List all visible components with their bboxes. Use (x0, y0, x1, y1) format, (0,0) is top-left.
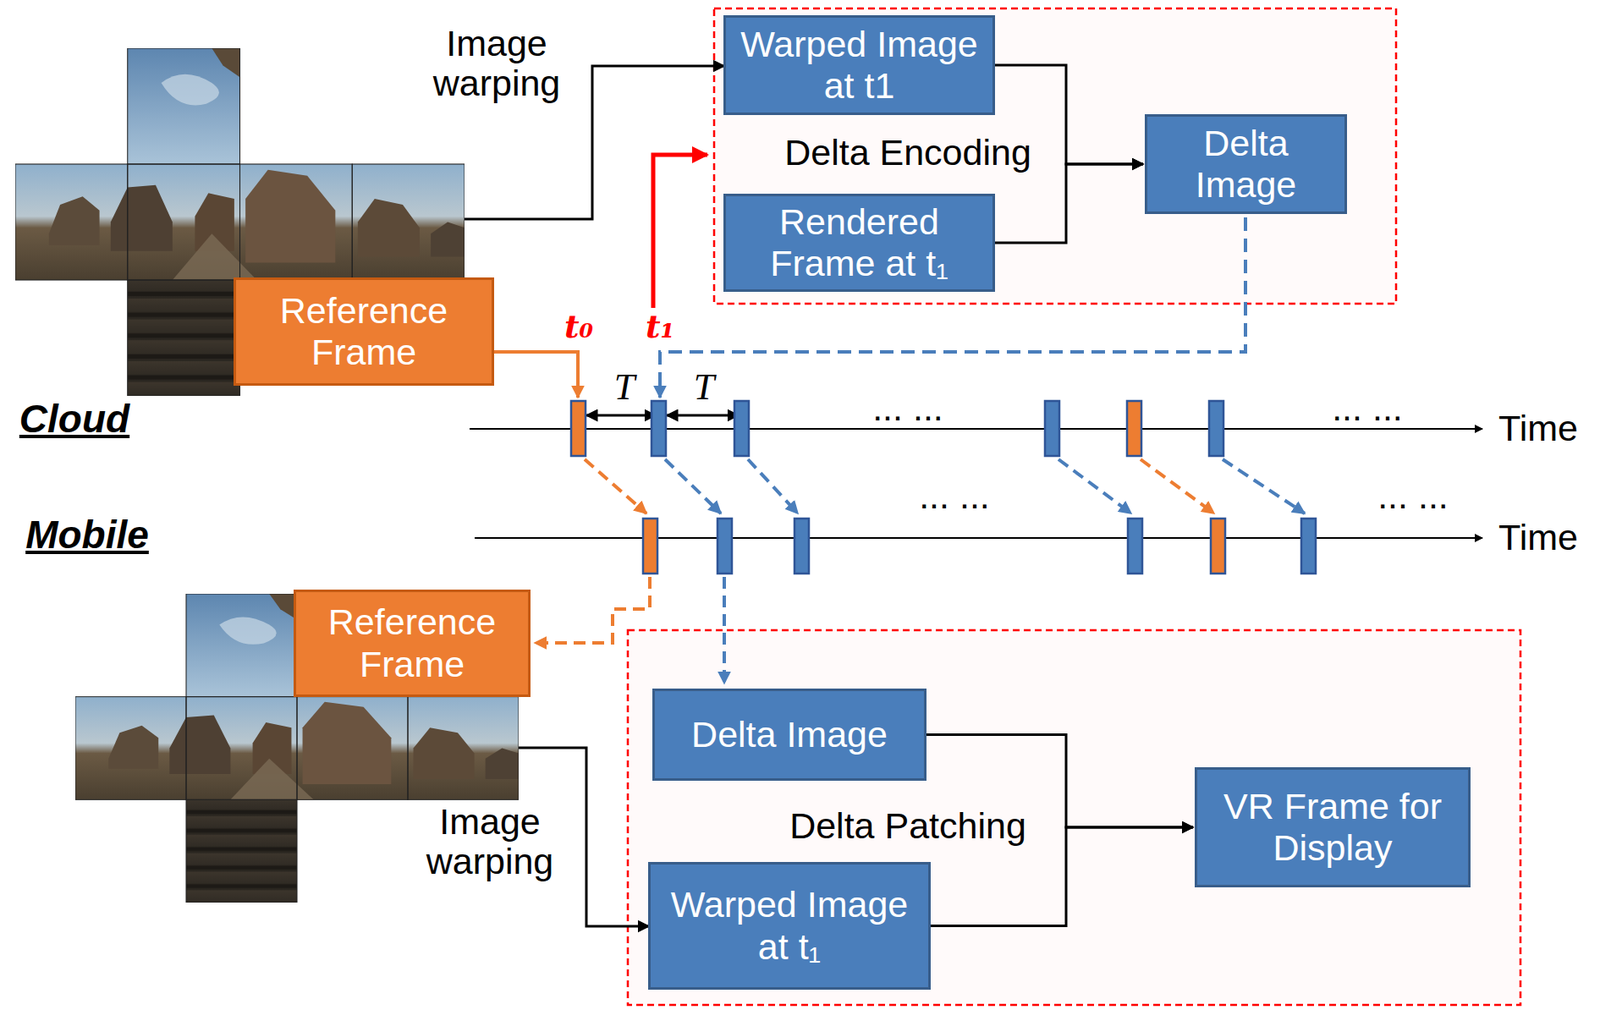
process-box: Warped Image at t₁ (648, 862, 931, 990)
annotation: T (614, 367, 635, 408)
process-box: VR Frame for Display (1194, 767, 1471, 888)
annotation: Time (1498, 517, 1579, 558)
merge-arrow (995, 164, 1144, 243)
time-label: t₁ (645, 308, 675, 345)
process-box: Rendered Frame at t₁ (723, 193, 996, 292)
annotation: Image warping (399, 23, 594, 105)
reference-box: Reference Frame (233, 277, 495, 386)
process-box: Warped Image at t1 (723, 15, 996, 116)
box-text: Rendered Frame at t₁ (725, 201, 993, 286)
annotation: T (693, 367, 715, 408)
box-text: VR Frame for Display (1197, 786, 1469, 870)
time-label: t₀ (564, 308, 594, 345)
annotation: ... ... (1331, 388, 1403, 429)
box-text: Delta Image (684, 714, 895, 756)
box-text: Reference Frame (296, 601, 528, 686)
annotation: ... ... (1377, 476, 1449, 517)
box-text: Warped Image at t1 (725, 23, 993, 108)
box-text: Reference Frame (236, 290, 492, 374)
annotation: Delta Patching (789, 806, 1027, 847)
annotation: Image warping (392, 802, 588, 883)
annotation: ... ... (918, 476, 990, 517)
lane-heading: Mobile (25, 513, 149, 557)
reference-box: Reference Frame (293, 589, 531, 698)
annotation: Delta Encoding (784, 132, 1032, 173)
lane-heading: Cloud (19, 397, 130, 441)
box-text: Warped Image at t₁ (650, 884, 929, 968)
annotation: Time (1498, 408, 1579, 449)
process-box: Delta Image (1144, 114, 1348, 215)
annotation: ... ... (872, 388, 944, 429)
box-text: Delta Image (1147, 122, 1345, 207)
process-box: Delta Image (652, 688, 927, 781)
